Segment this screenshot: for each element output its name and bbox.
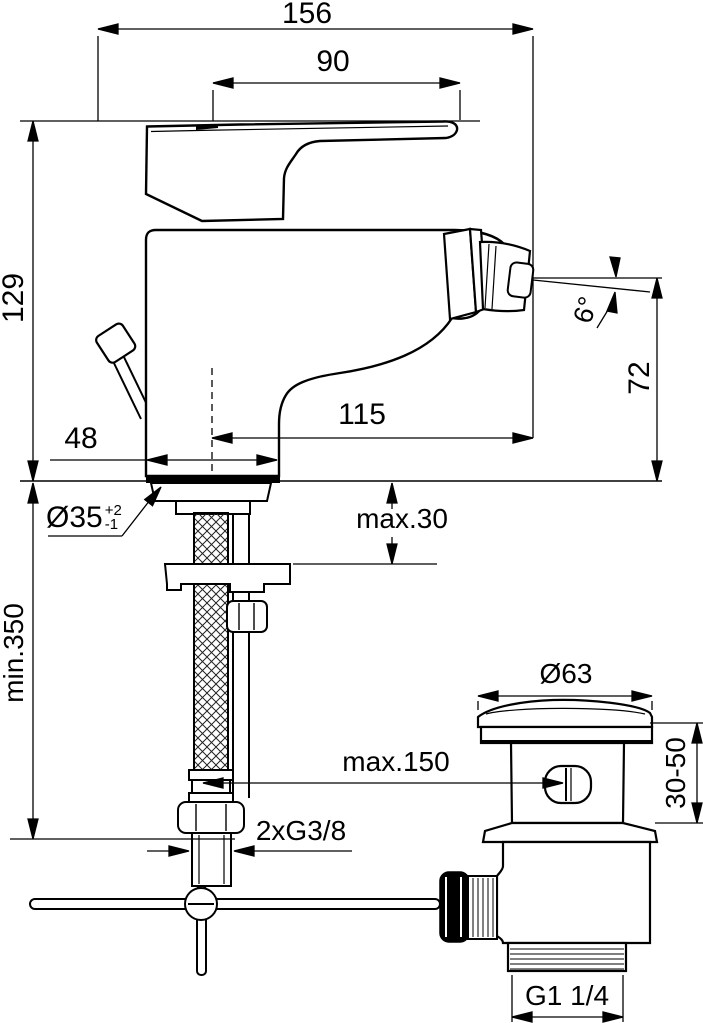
drain-assembly [439, 698, 659, 973]
dim-label-handle-length: 90 [316, 45, 350, 78]
pull-rod-stem [111, 358, 142, 420]
pull-rod-knob [95, 322, 137, 364]
mounting-hardware [149, 482, 291, 887]
dim-label-outlet-height: 72 [623, 361, 656, 395]
dim-label-supply-thread: 2xG3/8 [255, 815, 347, 846]
aerator-window [506, 261, 535, 299]
dimension-lines [10, 23, 703, 1023]
dim-label-max-deck-thickness: max.30 [356, 503, 448, 534]
shank-flange [149, 482, 273, 502]
drain-tailpipe [506, 941, 628, 973]
mounting-nut [226, 600, 268, 633]
handle-dark-tip [196, 124, 218, 130]
drain-plug-seam [485, 707, 646, 715]
pop-up-linkage [29, 885, 441, 976]
tolerance-minus: -1 [104, 516, 119, 533]
dim-label-height: 129 [0, 272, 30, 324]
hose-nut [177, 801, 245, 834]
mounting-bracket [163, 563, 291, 593]
tolerance-plus: +2 [104, 502, 122, 519]
hose-fitting [188, 792, 234, 803]
hose-fitting [188, 769, 234, 781]
hole-diameter-tolerance: +2 -1 [104, 502, 122, 533]
dim-label-waste-flange-dia: Ø63 [539, 658, 593, 689]
dim-label-max-rod-length: max.150 [342, 746, 450, 777]
drain-lower-flange [481, 821, 659, 844]
dim-label-base-depth: 48 [64, 422, 98, 455]
dim-label-total-width: 156 [281, 0, 333, 30]
dim-label-clamp-range: 30-50 [660, 737, 691, 809]
drain-plug [476, 698, 654, 729]
base-band [146, 476, 280, 483]
flexible-hose-braid [193, 512, 229, 771]
hose-coupler [191, 832, 232, 887]
hole-diameter-value: Ø35 [46, 501, 103, 534]
dim-label-waste-thread: G1 1/4 [524, 980, 610, 1011]
inlet-collar [439, 871, 470, 943]
dim-label-min-hose-length: min.350 [0, 603, 29, 703]
handle-top-seam [150, 125, 449, 133]
drain-body [495, 840, 652, 945]
handle-lever [144, 120, 459, 223]
dim-label-spout-reach: 115 [338, 398, 386, 431]
horizontal-rod [29, 898, 441, 910]
faucet [95, 120, 535, 483]
dim-label-hole-diameter: Ø35 +2 -1 [46, 501, 122, 535]
